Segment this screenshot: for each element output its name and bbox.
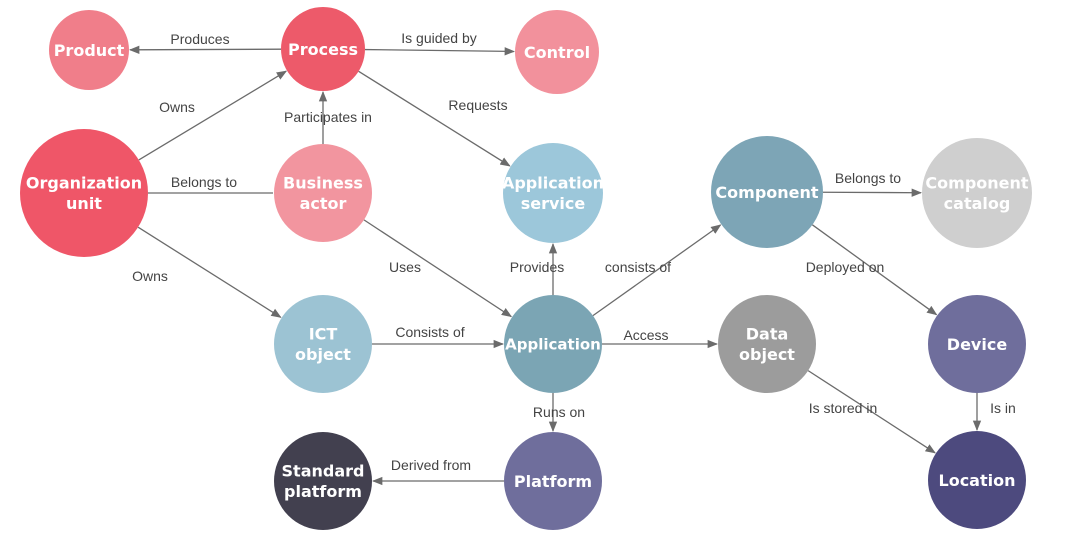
node-standard-platform: Standard platform: [274, 432, 372, 530]
node-product: Product: [49, 10, 129, 90]
edge-label-belongs-to-catalog: Belongs to: [835, 170, 901, 186]
node-label: Organization: [26, 173, 142, 192]
edge-label-requests: Requests: [448, 97, 507, 113]
edge-label-deployed-on: Deployed on: [806, 259, 885, 275]
edge-is-stored-in: [807, 370, 936, 454]
node-circle: [504, 295, 602, 393]
node-application: Application: [504, 295, 602, 393]
node-label: Process: [288, 40, 358, 59]
node-circle: [503, 143, 603, 243]
node-circle: [928, 295, 1026, 393]
node-label: ICT: [309, 324, 338, 343]
node-circle: [504, 432, 602, 530]
node-ict-object: ICT object: [274, 295, 372, 393]
node-circle: [274, 432, 372, 530]
node-label: Control: [524, 43, 590, 62]
node-label: Device: [947, 335, 1008, 354]
edge-uses: [363, 219, 513, 318]
node-circle: [49, 10, 129, 90]
edge-label-runs-on: Runs on: [533, 404, 585, 420]
edge-label-participates-in: Participates in: [284, 109, 372, 125]
node-device: Device: [928, 295, 1026, 393]
edge-label-uses: Uses: [389, 259, 421, 275]
node-label: actor: [300, 194, 347, 213]
node-label: Data: [746, 324, 789, 343]
edge-requests: [358, 70, 511, 167]
node-label: Business: [283, 173, 363, 192]
edge-consists-of-component: [592, 224, 722, 317]
node-circle: [274, 144, 372, 242]
edge-label-owns-process: Owns: [159, 99, 195, 115]
node-label: service: [521, 194, 586, 213]
edge-is-guided-by: [364, 47, 516, 56]
node-circle: [922, 138, 1032, 248]
node-label: Application: [502, 173, 604, 192]
node-circle: [20, 129, 148, 257]
node-label: catalog: [944, 194, 1011, 213]
edge-produces: [128, 45, 282, 54]
node-label: Platform: [514, 472, 592, 491]
node-business-actor: Business actor: [274, 144, 372, 242]
node-circle: [718, 295, 816, 393]
edge-label-consists-of-component: consists of: [605, 259, 671, 275]
node-component-catalog: Component catalog: [922, 138, 1032, 248]
node-label: Component: [715, 183, 818, 202]
node-organization-unit: Organization unit: [20, 129, 148, 257]
node-circle: [274, 295, 372, 393]
node-data-object: Data object: [718, 295, 816, 393]
node-label: object: [295, 345, 351, 364]
node-platform: Platform: [504, 432, 602, 530]
node-label: Application: [505, 335, 601, 353]
edge-label-access: Access: [623, 327, 668, 343]
node-label: Product: [54, 41, 125, 60]
node-location: Location: [928, 431, 1026, 529]
node-application-service: Application service: [502, 143, 604, 243]
edge-deployed-on: [811, 224, 938, 316]
node-control: Control: [515, 10, 599, 94]
node-component: Component: [711, 136, 823, 248]
node-label: Component: [925, 173, 1028, 192]
edge-label-provides: Provides: [510, 259, 564, 275]
node-label: Standard: [282, 461, 365, 480]
edge-label-consists-of-ict: Consists of: [395, 324, 464, 340]
node-circle: [928, 431, 1026, 529]
edge-label-owns-ict: Owns: [132, 268, 168, 284]
edge-label-derived-from: Derived from: [391, 457, 471, 473]
edge-label-is-guided-by: Is guided by: [401, 30, 477, 46]
node-circle: [515, 10, 599, 94]
node-circle: [281, 7, 365, 91]
edge-owns-process: [138, 70, 288, 161]
node-process: Process: [281, 7, 365, 91]
edges: [128, 45, 982, 486]
node-label: Location: [939, 471, 1016, 490]
node-label: object: [739, 345, 795, 364]
node-circle: [711, 136, 823, 248]
edge-label-is-in: Is in: [990, 400, 1016, 416]
edge-owns-ict: [137, 226, 282, 318]
node-label: unit: [66, 194, 102, 213]
node-label: platform: [284, 482, 362, 501]
edge-label-is-stored-in: Is stored in: [809, 400, 877, 416]
edge-label-produces: Produces: [170, 31, 229, 47]
edge-label-belongs-to-org: Belongs to: [171, 174, 237, 190]
